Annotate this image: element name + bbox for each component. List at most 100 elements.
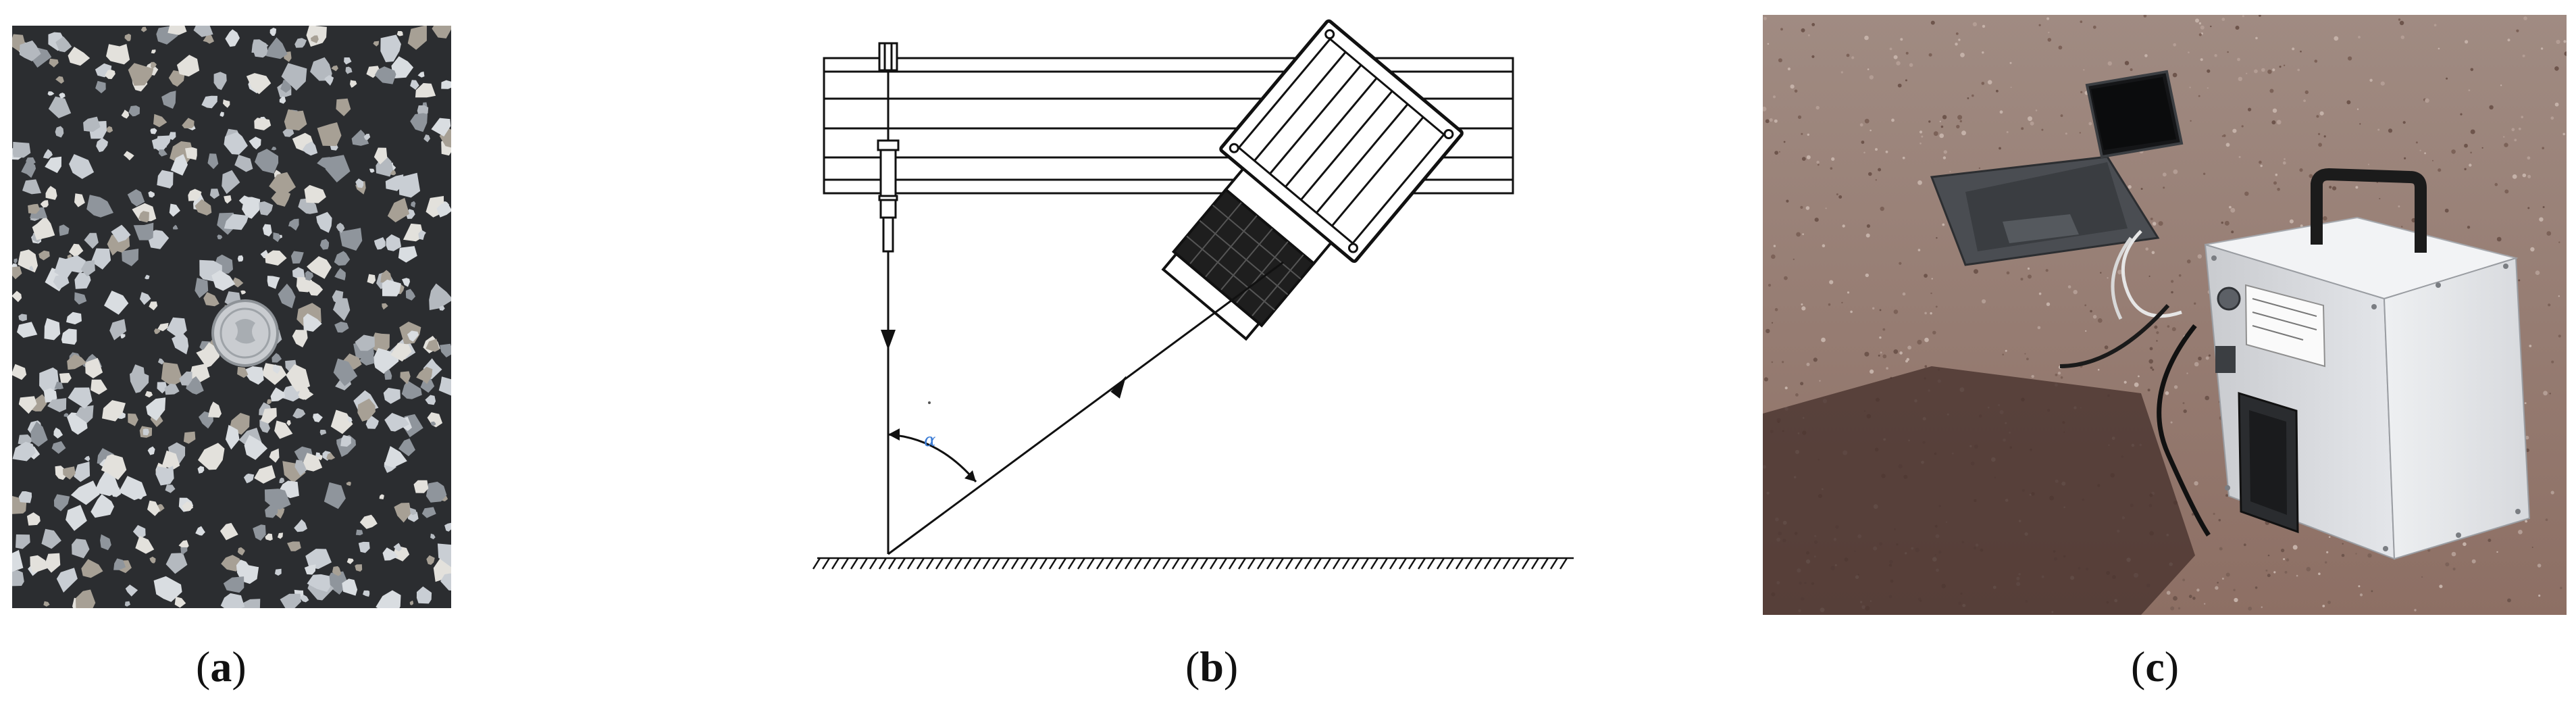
stone <box>355 178 364 189</box>
speckle <box>2165 391 2169 395</box>
speckle <box>2085 330 2087 332</box>
stone <box>416 586 432 604</box>
hatch-mark <box>1029 557 1039 570</box>
speckle <box>2060 376 2063 379</box>
speckle <box>2514 139 2517 142</box>
hatch-mark <box>916 557 925 570</box>
speckle <box>2229 205 2232 209</box>
speckle <box>2367 164 2369 166</box>
stone <box>22 179 41 195</box>
speckle <box>1838 195 1843 199</box>
stone <box>213 72 227 91</box>
speckle <box>2080 20 2083 23</box>
speckle <box>1766 328 1770 334</box>
speckle <box>1960 53 1965 57</box>
stone <box>287 541 301 551</box>
speckle <box>2186 259 2191 264</box>
stone <box>188 189 202 201</box>
stone <box>19 40 41 61</box>
stone <box>12 570 24 587</box>
speckle <box>2100 272 2102 274</box>
stone <box>195 526 205 536</box>
speckle <box>1880 351 1882 354</box>
speckle <box>2215 586 2219 590</box>
speckle <box>2267 574 2271 578</box>
stone <box>255 149 279 174</box>
speckle <box>2404 157 2406 159</box>
stone <box>53 427 63 439</box>
speckle <box>1886 367 1888 370</box>
stone <box>319 430 327 436</box>
speckle <box>2284 570 2288 574</box>
hatch-mark <box>1114 557 1124 570</box>
stone <box>373 147 388 165</box>
stone <box>74 292 87 305</box>
stone <box>234 155 253 172</box>
stone <box>298 389 314 400</box>
speckle <box>2221 577 2224 580</box>
speckle <box>1930 20 1935 25</box>
stone <box>279 477 285 484</box>
stone <box>415 82 436 98</box>
speckle <box>2304 90 2309 95</box>
camera <box>1161 19 1464 341</box>
speckle <box>2558 295 2560 297</box>
stone <box>254 465 276 484</box>
speckle <box>2545 518 2548 521</box>
speckle <box>2316 115 2319 118</box>
stone <box>104 291 129 315</box>
speckle <box>1864 118 1870 124</box>
speckle <box>2117 270 2122 275</box>
speckle <box>2469 164 2472 167</box>
speckle <box>2452 568 2456 571</box>
hatch-mark <box>1048 557 1058 570</box>
stone <box>49 58 59 68</box>
stone <box>274 420 293 439</box>
speckle <box>2217 582 2219 584</box>
speckle <box>2556 39 2560 45</box>
stone <box>18 249 38 273</box>
speckle <box>2167 325 2170 328</box>
speckle <box>2369 78 2373 82</box>
speckle <box>2248 606 2252 611</box>
speckle <box>1928 53 1932 57</box>
speckle <box>2323 216 2327 221</box>
stone <box>398 438 415 457</box>
stone <box>277 532 283 539</box>
speckle <box>1836 193 1838 196</box>
hatch-mark <box>887 557 897 570</box>
speckle <box>2468 89 2471 91</box>
speckle <box>2234 597 2238 603</box>
speckle <box>1878 168 1882 172</box>
speckle <box>2432 159 2433 161</box>
speckle <box>2525 520 2527 523</box>
stone <box>43 149 53 159</box>
speckle <box>2134 382 2139 387</box>
stone <box>363 590 370 597</box>
speckle <box>2097 318 2103 323</box>
stone <box>54 257 74 280</box>
hatch-mark <box>1181 557 1190 570</box>
stone <box>305 549 332 570</box>
caption-c-letter: c <box>2145 643 2165 691</box>
stone <box>242 197 261 219</box>
speckle <box>1801 132 1803 135</box>
stone <box>203 292 220 307</box>
distance-sensor <box>877 42 900 253</box>
speckle <box>2309 174 2313 178</box>
stone <box>267 399 272 405</box>
speckle <box>2030 121 2034 126</box>
hatch-mark <box>1502 557 1512 570</box>
speckle <box>2401 226 2403 228</box>
stone <box>47 91 55 96</box>
speckle <box>2470 68 2474 72</box>
speckle <box>2198 22 2202 25</box>
stone <box>91 494 114 518</box>
speckle <box>1783 141 1786 143</box>
speckle <box>1847 291 1850 294</box>
stone <box>286 420 291 426</box>
speckle <box>2065 132 2067 135</box>
speckle <box>2377 128 2380 131</box>
stone <box>409 600 414 605</box>
speckle <box>2489 105 2494 109</box>
